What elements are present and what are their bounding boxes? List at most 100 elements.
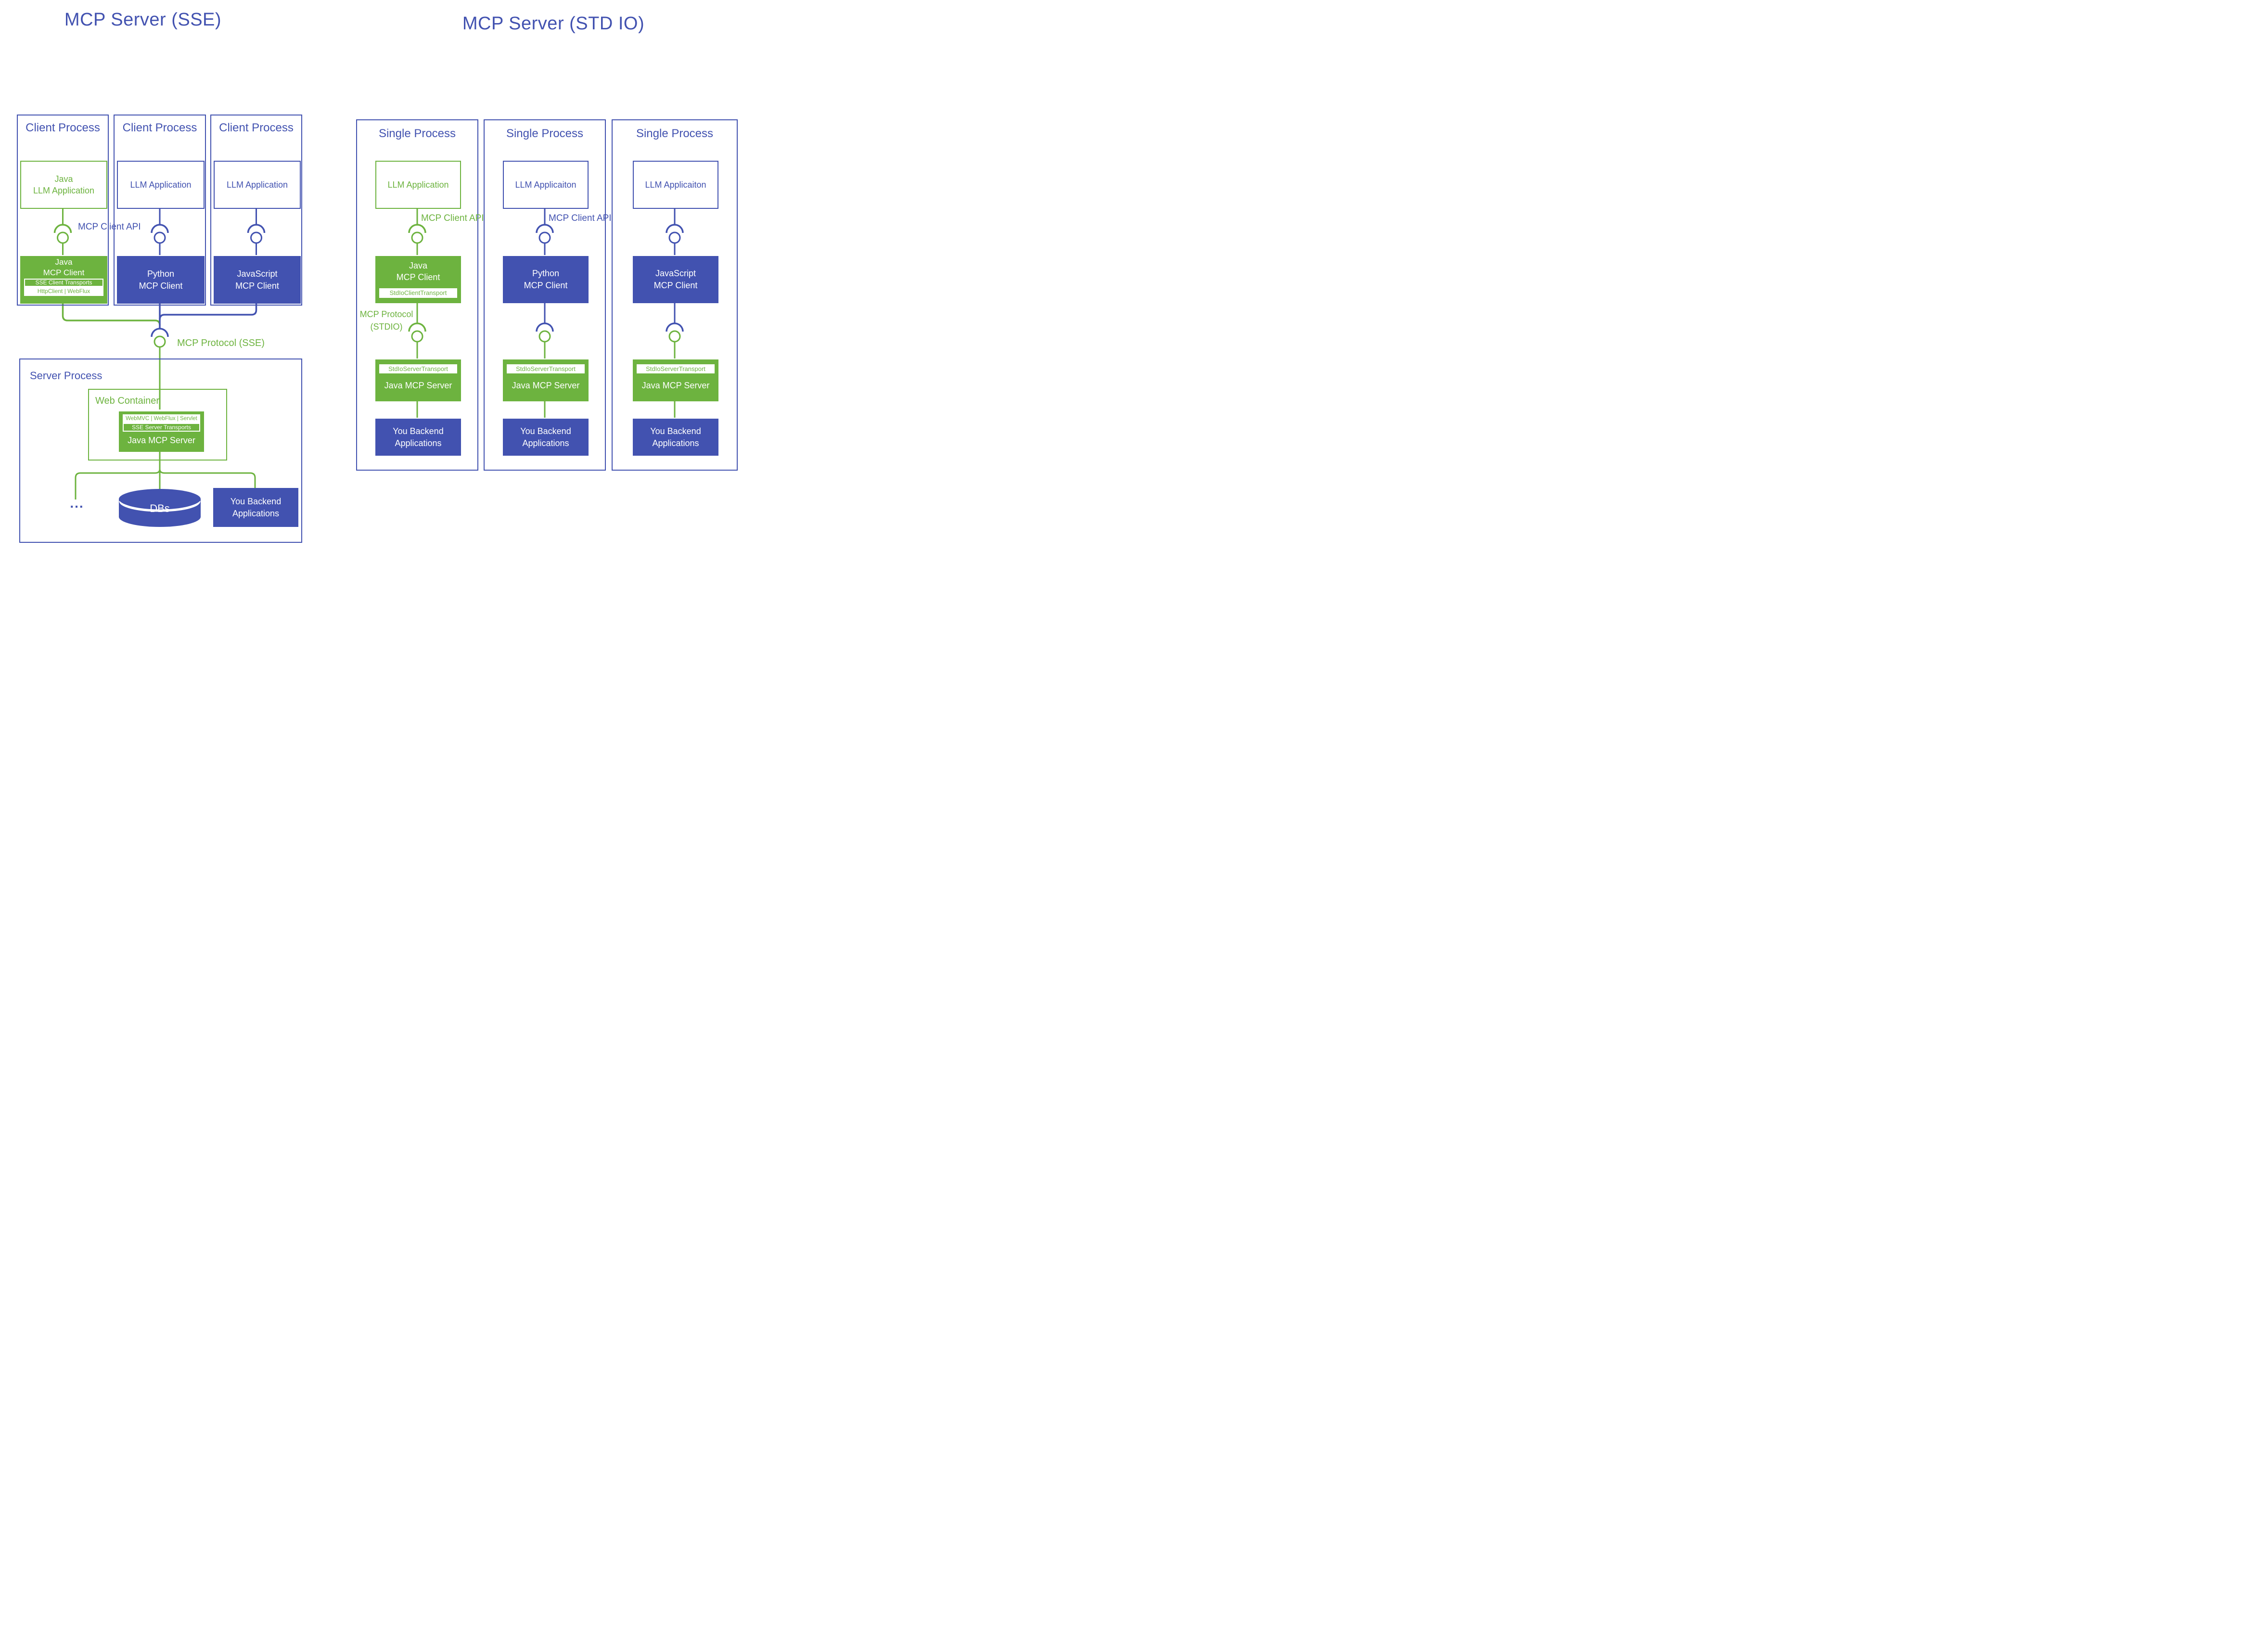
backend-applications-label: You Backend [230, 496, 282, 506]
section-title-sse: MCP Server (SSE) [64, 10, 222, 30]
process-title: Single Process [636, 127, 714, 140]
interface-socket-icon [151, 328, 169, 337]
sse-server-transports-band: SSE Server Transports [123, 423, 200, 432]
web-container-box: Web Container WebMVC | WebFlux | Servlet… [88, 389, 227, 461]
mcp-client-label: JavaScript [655, 269, 696, 278]
ellipsis-label: ... [70, 496, 84, 511]
interface-socket-icon [53, 224, 72, 233]
llm-application-box: LLM Application [117, 161, 205, 209]
process-title: Single Process [378, 127, 456, 140]
interface-socket-icon [408, 322, 426, 332]
process-title: Client Process [26, 121, 100, 134]
llm-application-box: Java LLM Application [20, 161, 107, 209]
llm-application-label: LLM Application [226, 180, 288, 190]
sse-client-transports-band: SSE Client Transports [24, 279, 103, 287]
single-process-box: Single Process LLM Applicaiton Python MC… [484, 119, 606, 471]
javascript-mcp-client-box: JavaScript MCP Client [633, 256, 718, 303]
mcp-client-label: MCP Client [43, 268, 85, 277]
interface-socket-icon [247, 224, 266, 233]
mcp-client-label: MCP Client [396, 272, 440, 282]
client-process-box: Client Process Java LLM Application Java… [17, 115, 109, 306]
llm-application-box: LLM Applicaiton [503, 161, 589, 209]
backend-applications-box: You Backend Applications [633, 419, 718, 456]
stdio-server-transport-band: StdIoServerTransport [637, 364, 715, 373]
diagram-canvas: MCP Server (SSE) Client Process Java LLM… [0, 0, 755, 556]
mcp-client-api-label: MCP Client API [78, 222, 141, 232]
mcp-protocol-sse-label: MCP Protocol (SSE) [177, 338, 265, 348]
mcp-client-label: Java [55, 257, 73, 267]
llm-application-box: LLM Application [214, 161, 301, 209]
mcp-client-label: Python [532, 269, 560, 278]
httpclient-webflux-band: HttpClient | WebFlux [24, 287, 103, 296]
interface-ball-icon [154, 335, 166, 348]
backend-applications-label: You Backend [650, 426, 701, 436]
mcp-client-label: MCP Client [524, 281, 568, 290]
interface-socket-icon [536, 322, 554, 332]
database-cylinder-icon [119, 489, 201, 509]
backend-applications-box: You Backend Applications [375, 419, 461, 456]
backend-applications-label: Applications [395, 438, 442, 448]
backend-applications-box: You Backend Applications [213, 488, 298, 527]
backend-applications-label: You Backend [393, 426, 444, 436]
python-mcp-client-box: Python MCP Client [117, 256, 205, 304]
backend-applications-label: You Backend [520, 426, 571, 436]
python-mcp-client-box: Python MCP Client [503, 256, 589, 303]
process-title: Client Process [122, 121, 197, 134]
backend-applications-label: Applications [652, 438, 699, 448]
javascript-mcp-client-box: JavaScript MCP Client [214, 256, 301, 304]
dbs-label: DBs [150, 502, 170, 514]
stdio-server-transport-band: StdIoServerTransport [379, 364, 457, 373]
java-mcp-client-box: Java MCP Client StdIoClientTransport [375, 256, 461, 303]
interface-socket-icon [151, 224, 169, 233]
mcp-protocol-stdio-line: (STDIO) [370, 322, 403, 332]
java-mcp-server-label: Java MCP Server [384, 381, 452, 390]
mcp-client-label: MCP Client [139, 281, 183, 291]
backend-applications-label: Applications [522, 438, 569, 448]
java-mcp-server-label: Java MCP Server [128, 435, 195, 445]
backend-applications-box: You Backend Applications [503, 419, 589, 456]
llm-application-label: LLM Application [33, 186, 95, 195]
mcp-client-label: MCP Client [653, 281, 698, 290]
section-title-stdio: MCP Server (STD IO) [462, 13, 645, 34]
java-mcp-server-box: StdIoServerTransport Java MCP Server [375, 359, 461, 401]
merge-line-java-client [62, 302, 161, 326]
llm-application-label: LLM Applicaiton [515, 180, 577, 190]
mcp-client-label: Python [147, 269, 175, 279]
java-mcp-client-box: Java MCP Client SSE Client Transports Ht… [20, 256, 107, 304]
single-process-box: Single Process LLM Application Java MCP … [356, 119, 478, 471]
backend-applications-label: Applications [232, 508, 280, 518]
interface-socket-icon [666, 322, 684, 332]
client-process-box: Client Process LLM Application Python MC… [114, 115, 206, 306]
java-mcp-server-label: Java MCP Server [512, 381, 580, 390]
interface-socket-icon [536, 224, 554, 233]
web-container-label: Web Container [95, 396, 160, 406]
webmvc-webflux-servlet-band: WebMVC | WebFlux | Servlet [123, 414, 200, 423]
java-mcp-server-box: WebMVC | WebFlux | Servlet SSE Server Tr… [119, 411, 204, 452]
server-process-box: Server Process Web Container WebMVC | We… [19, 359, 302, 543]
stdio-server-transport-band: StdIoServerTransport [507, 364, 585, 373]
mcp-protocol-stdio-label: MCP Protocol (STDIO) [357, 308, 416, 333]
mcp-client-label: JavaScript [237, 269, 278, 279]
llm-application-label: LLM Application [130, 180, 192, 190]
connector-layer [53, 208, 684, 527]
database-cylinder-icon [119, 507, 201, 527]
java-mcp-server-box: StdIoServerTransport Java MCP Server [633, 359, 718, 401]
process-title: Client Process [219, 121, 294, 134]
stdio-client-transport-band: StdIoClientTransport [379, 288, 457, 298]
process-title: Single Process [506, 127, 584, 140]
mcp-client-label: MCP Client [235, 281, 279, 291]
llm-application-label: Java [54, 174, 73, 184]
java-mcp-server-label: Java MCP Server [641, 381, 710, 390]
mcp-client-label: Java [409, 261, 428, 270]
client-process-box: Client Process LLM Application JavaScrip… [210, 115, 302, 306]
process-title: Server Process [30, 370, 102, 382]
llm-application-label: LLM Applicaiton [645, 180, 706, 190]
interface-socket-icon [408, 224, 426, 233]
mcp-protocol-stdio-line: MCP Protocol [359, 309, 413, 319]
database-cylinder-highlight [119, 500, 201, 512]
interface-socket-icon [666, 224, 684, 233]
java-mcp-server-box: StdIoServerTransport Java MCP Server [503, 359, 589, 401]
llm-application-box: LLM Applicaiton [633, 161, 718, 209]
single-process-box: Single Process LLM Applicaiton JavaScrip… [612, 119, 738, 471]
llm-application-box: LLM Application [375, 161, 461, 209]
